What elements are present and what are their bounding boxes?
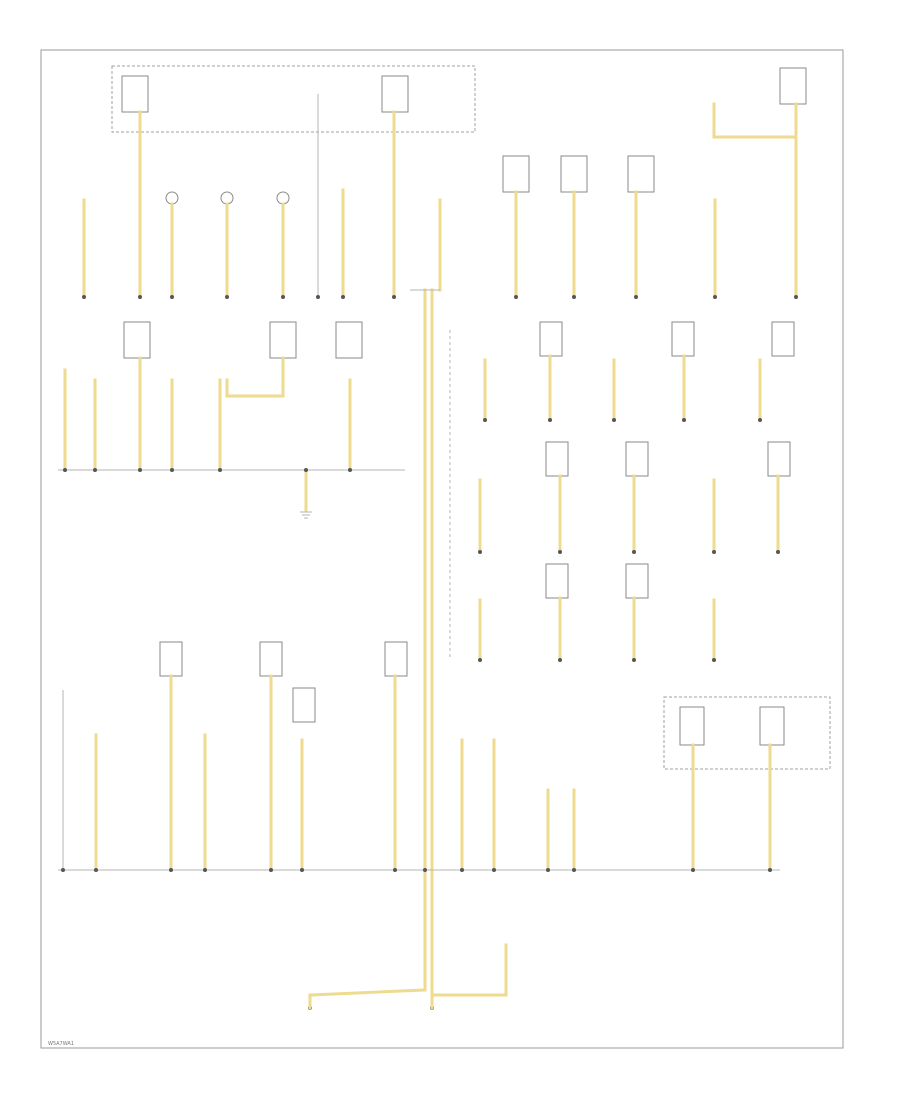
splice-node <box>203 868 207 872</box>
component-box <box>269 321 297 359</box>
splice-node <box>632 550 636 554</box>
splice-node <box>138 295 142 299</box>
splice-node <box>514 295 518 299</box>
splice-node <box>269 868 273 872</box>
top-row-components <box>82 188 345 299</box>
splice-node <box>316 295 320 299</box>
component-box <box>159 641 183 677</box>
splice-node <box>94 868 98 872</box>
splice-node <box>225 295 229 299</box>
splice-node <box>82 295 86 299</box>
component-box <box>292 687 316 723</box>
component-box <box>502 155 530 193</box>
splice-node <box>632 658 636 662</box>
splice-node <box>478 658 482 662</box>
lamp <box>276 191 290 205</box>
top-left-module-group <box>111 65 476 299</box>
top-right-components <box>438 67 807 299</box>
component-box <box>560 155 588 193</box>
component-box <box>539 321 563 357</box>
splice-node <box>170 468 174 472</box>
splice-node <box>712 550 716 554</box>
component-box <box>759 706 785 746</box>
splice-node <box>794 295 798 299</box>
diagram-frame <box>40 49 844 1049</box>
splice-node <box>169 868 173 872</box>
ground-wire <box>225 356 285 398</box>
splice-node <box>483 418 487 422</box>
component-box <box>121 75 149 113</box>
splice-node <box>393 868 397 872</box>
figure-id: W5A7WA1 <box>48 1041 74 1047</box>
module-group-border <box>111 65 476 133</box>
splice-node <box>492 868 496 872</box>
lamp <box>220 191 234 205</box>
ground-symbol <box>300 511 312 519</box>
component-box <box>771 321 795 357</box>
splice-node <box>93 468 97 472</box>
splice-node <box>341 295 345 299</box>
splice-node <box>768 868 772 872</box>
splice-node <box>170 295 174 299</box>
lower-left-components <box>62 641 408 872</box>
component-box <box>627 155 655 193</box>
splice-node <box>572 295 576 299</box>
splice-node <box>558 658 562 662</box>
splice-node <box>612 418 616 422</box>
lamp <box>165 191 179 205</box>
splice-node <box>691 868 695 872</box>
component-box <box>625 441 649 477</box>
splice-node <box>712 658 716 662</box>
component-box <box>259 641 283 677</box>
right-panel-components <box>449 321 795 662</box>
splice-node <box>758 418 762 422</box>
splice-node <box>138 468 142 472</box>
component-box <box>767 441 791 477</box>
ground-wire <box>308 988 427 997</box>
component-box <box>779 67 807 105</box>
bottom-ground-points <box>308 943 508 1010</box>
module-group-border <box>663 696 831 770</box>
splice-node <box>548 418 552 422</box>
component-box <box>384 641 408 677</box>
splice-node <box>218 468 222 472</box>
splice-node <box>558 550 562 554</box>
component-box <box>545 441 569 477</box>
splice-node <box>392 295 396 299</box>
splice-node <box>304 468 308 472</box>
splice-nodes <box>61 295 798 872</box>
component-box <box>625 563 649 599</box>
component-box <box>381 75 409 113</box>
lower-right-components <box>460 696 831 872</box>
middle-left-components <box>58 321 405 519</box>
splice-node <box>281 295 285 299</box>
splice-node <box>572 868 576 872</box>
splice-node <box>634 295 638 299</box>
component-box <box>123 321 151 359</box>
splice-node <box>63 468 67 472</box>
splice-node <box>348 468 352 472</box>
splice-node <box>776 550 780 554</box>
component-box <box>679 706 705 746</box>
splice-node <box>300 868 304 872</box>
splice-node <box>478 550 482 554</box>
splice-node <box>546 868 550 872</box>
splice-node <box>423 868 427 872</box>
splice-node <box>682 418 686 422</box>
splice-node <box>460 868 464 872</box>
splice-node <box>61 868 65 872</box>
component-box <box>671 321 695 357</box>
splice-node <box>713 295 717 299</box>
component-box <box>545 563 569 599</box>
component-box <box>335 321 363 359</box>
